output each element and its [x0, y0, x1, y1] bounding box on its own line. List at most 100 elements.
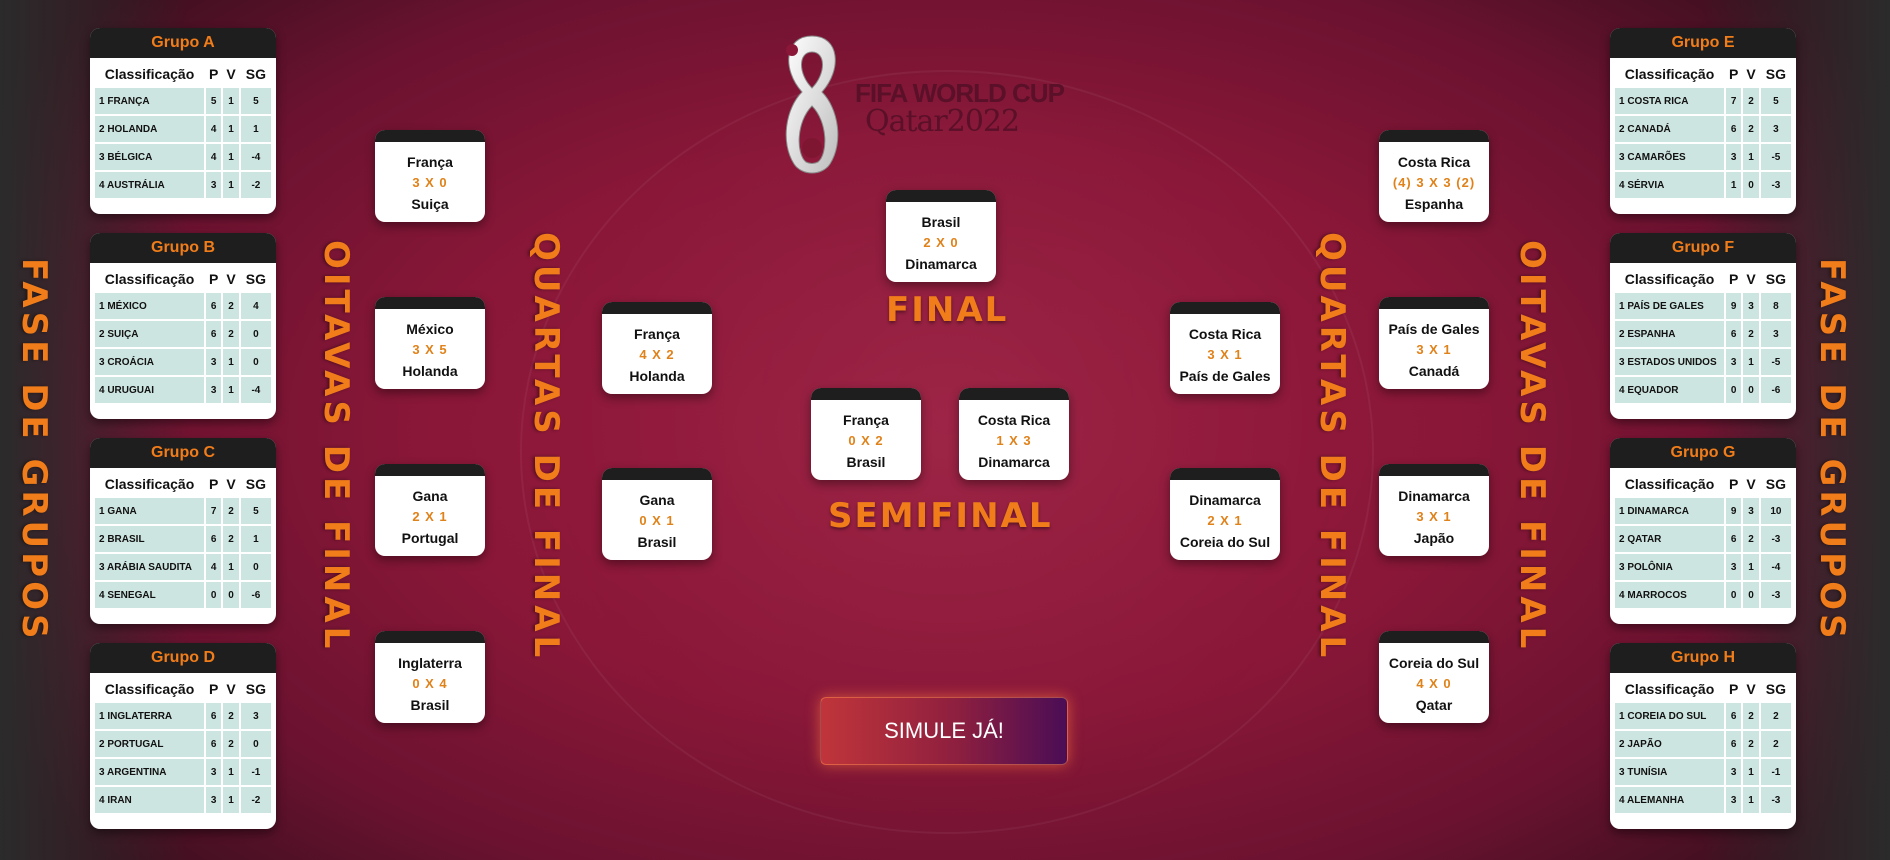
team-home: Costa Rica	[1397, 154, 1471, 170]
label-quartas-right: QUARTAS DE FINAL	[1312, 232, 1352, 662]
team-name-cell: 3 POLÔNIA	[1615, 554, 1724, 580]
team-name-cell: 3 CAMARÕES	[1615, 144, 1724, 170]
group-title: Grupo D	[90, 643, 276, 673]
wins-cell: 2	[223, 498, 239, 524]
points-cell: 6	[1726, 116, 1742, 142]
wins-cell: 1	[223, 144, 239, 170]
col-header-sg: SG	[1765, 476, 1786, 492]
points-cell: 6	[1726, 731, 1742, 757]
team-name-cell: 1 DINAMARCA	[1615, 498, 1724, 524]
match-card-header	[1170, 302, 1280, 314]
match-card-header	[375, 297, 485, 309]
points-cell: 3	[206, 787, 222, 813]
wins-cell: 2	[1743, 703, 1759, 729]
team-away: Brasil	[410, 697, 450, 713]
group-title: Grupo H	[1610, 643, 1796, 673]
col-header-sg: SG	[1765, 681, 1786, 697]
team-name-cell: 1 INGLATERRA	[95, 703, 204, 729]
wins-cell: 0	[1743, 172, 1759, 198]
label-fase-grupos-right: FASE DE GRUPOS	[1812, 258, 1852, 643]
points-cell: 3	[206, 349, 222, 375]
team-name-cell: 4 SÉRVIA	[1615, 172, 1724, 198]
col-header-v: V	[226, 476, 236, 492]
goal-diff-cell: 5	[240, 88, 271, 114]
col-header-sg: SG	[1765, 271, 1786, 287]
points-cell: 3	[1726, 554, 1742, 580]
match-score: 1 X 3	[996, 433, 1032, 448]
wins-cell: 1	[1743, 759, 1759, 785]
goal-diff-cell: 5	[1760, 88, 1791, 114]
col-header-p: P	[209, 681, 219, 697]
col-header-v: V	[226, 681, 236, 697]
match-card[interactable]: Costa Rica(4) 3 X 3 (2)Espanha	[1379, 130, 1489, 222]
label-final: FINAL	[886, 290, 1009, 330]
goal-diff-cell: -3	[1760, 172, 1791, 198]
match-card-header	[811, 388, 921, 400]
match-score: 3 X 0	[412, 175, 448, 190]
team-name-cell: 4 SENEGAL	[95, 582, 204, 608]
match-score: 0 X 4	[412, 676, 448, 691]
goal-diff-cell: -3	[1760, 787, 1791, 813]
goal-diff-cell: -1	[240, 759, 271, 785]
match-score: 2 X 1	[1207, 513, 1243, 528]
col-header-classificacao: Classificação	[104, 681, 195, 697]
match-card-header	[1379, 631, 1489, 643]
team-home: Dinamarca	[1398, 488, 1470, 504]
team-name-cell: 1 GANA	[95, 498, 204, 524]
group-title: Grupo A	[90, 28, 276, 58]
team-name-cell: 4 MARROCOS	[1615, 582, 1724, 608]
col-header-v: V	[1746, 476, 1756, 492]
col-header-v: V	[1746, 681, 1756, 697]
team-name-cell: 4 ALEMANHA	[1615, 787, 1724, 813]
team-name-cell: 4 URUGUAI	[95, 377, 204, 403]
team-away: Japão	[1413, 530, 1455, 546]
match-card-header	[1379, 464, 1489, 476]
wins-cell: 2	[1743, 321, 1759, 347]
match-card-header	[1379, 130, 1489, 142]
col-header-p: P	[209, 66, 219, 82]
col-header-p: P	[1729, 66, 1739, 82]
col-header-p: P	[209, 271, 219, 287]
wins-cell: 2	[223, 321, 239, 347]
team-away: Espanha	[1404, 196, 1464, 212]
match-score: 4 X 0	[1416, 676, 1452, 691]
simulate-button[interactable]: SIMULE JÁ!	[820, 697, 1068, 765]
points-cell: 7	[206, 498, 222, 524]
goal-diff-cell: -5	[1760, 349, 1791, 375]
team-home: França	[843, 412, 889, 428]
goal-diff-cell: 5	[240, 498, 271, 524]
wins-cell: 2	[1743, 116, 1759, 142]
goal-diff-cell: 3	[240, 703, 271, 729]
goal-diff-cell: -3	[1760, 582, 1791, 608]
goal-diff-cell: 2	[1760, 731, 1791, 757]
